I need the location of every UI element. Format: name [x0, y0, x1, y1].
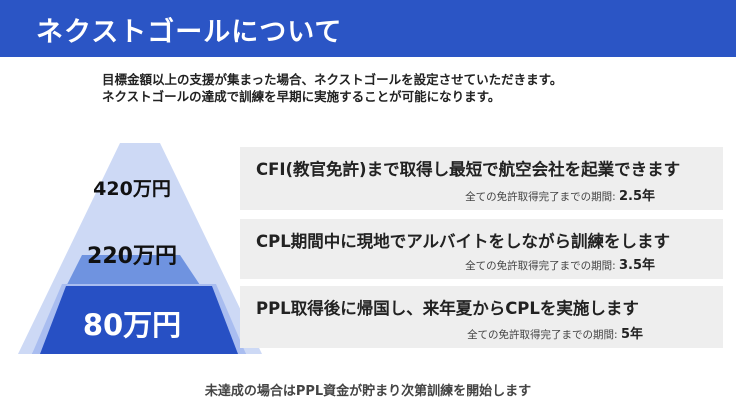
period-label: 全ての免許取得完了までの期間: [467, 329, 618, 341]
goal-title: PPL取得後に帰国し、来年夏からCPLを実施します [256, 299, 639, 318]
goal-period: 全ての免許取得完了までの期間: 5年 [467, 323, 643, 342]
header-bar: ネクストゴールについて [0, 0, 736, 57]
pyramid-label-220: 220万円 [87, 244, 177, 269]
goal-period: 全ての免許取得完了までの期間: 3.5年 [465, 254, 655, 273]
goal-card-cpl: CPL期間中に現地でアルバイトをしながら訓練をします 全ての免許取得完了までの期… [240, 219, 723, 279]
period-value: 2.5年 [618, 189, 655, 204]
period-label: 全ての免許取得完了までの期間: [465, 191, 616, 203]
period-value: 5年 [620, 327, 643, 342]
period-value: 3.5年 [618, 258, 655, 273]
intro-line: ネクストゴールの達成で訓練を早期に実施することが可能になります。 [102, 89, 501, 104]
intro-line: 目標金額以上の支援が集まった場合、ネクストゴールを設定させていただきます。 [102, 72, 563, 87]
goal-period: 全ての免許取得完了までの期間: 2.5年 [465, 185, 655, 204]
pyramid-label-80: 80万円 [82, 308, 182, 342]
goal-card-ppl: PPL取得後に帰国し、来年夏からCPLを実施します 全ての免許取得完了までの期間… [240, 286, 723, 348]
pyramid-label-420: 420万円 [93, 178, 171, 200]
period-label: 全ての免許取得完了までの期間: [465, 260, 616, 272]
goal-card-cfi: CFI(教官免許)まで取得し最短で航空会社を起業できます 全ての免許取得完了まで… [240, 147, 723, 210]
pyramid-tier-bottom [40, 286, 238, 354]
goal-title: CFI(教官免許)まで取得し最短で航空会社を起業できます [256, 160, 681, 179]
page-title: ネクストゴールについて [36, 17, 343, 48]
footer-note: 未達成の場合はPPL資金が貯まり次第訓練を開始します [204, 384, 532, 399]
goal-title: CPL期間中に現地でアルバイトをしながら訓練をします [256, 232, 671, 251]
intro-text: 目標金額以上の支援が集まった場合、ネクストゴールを設定させていただきます。 ネク… [102, 71, 562, 105]
